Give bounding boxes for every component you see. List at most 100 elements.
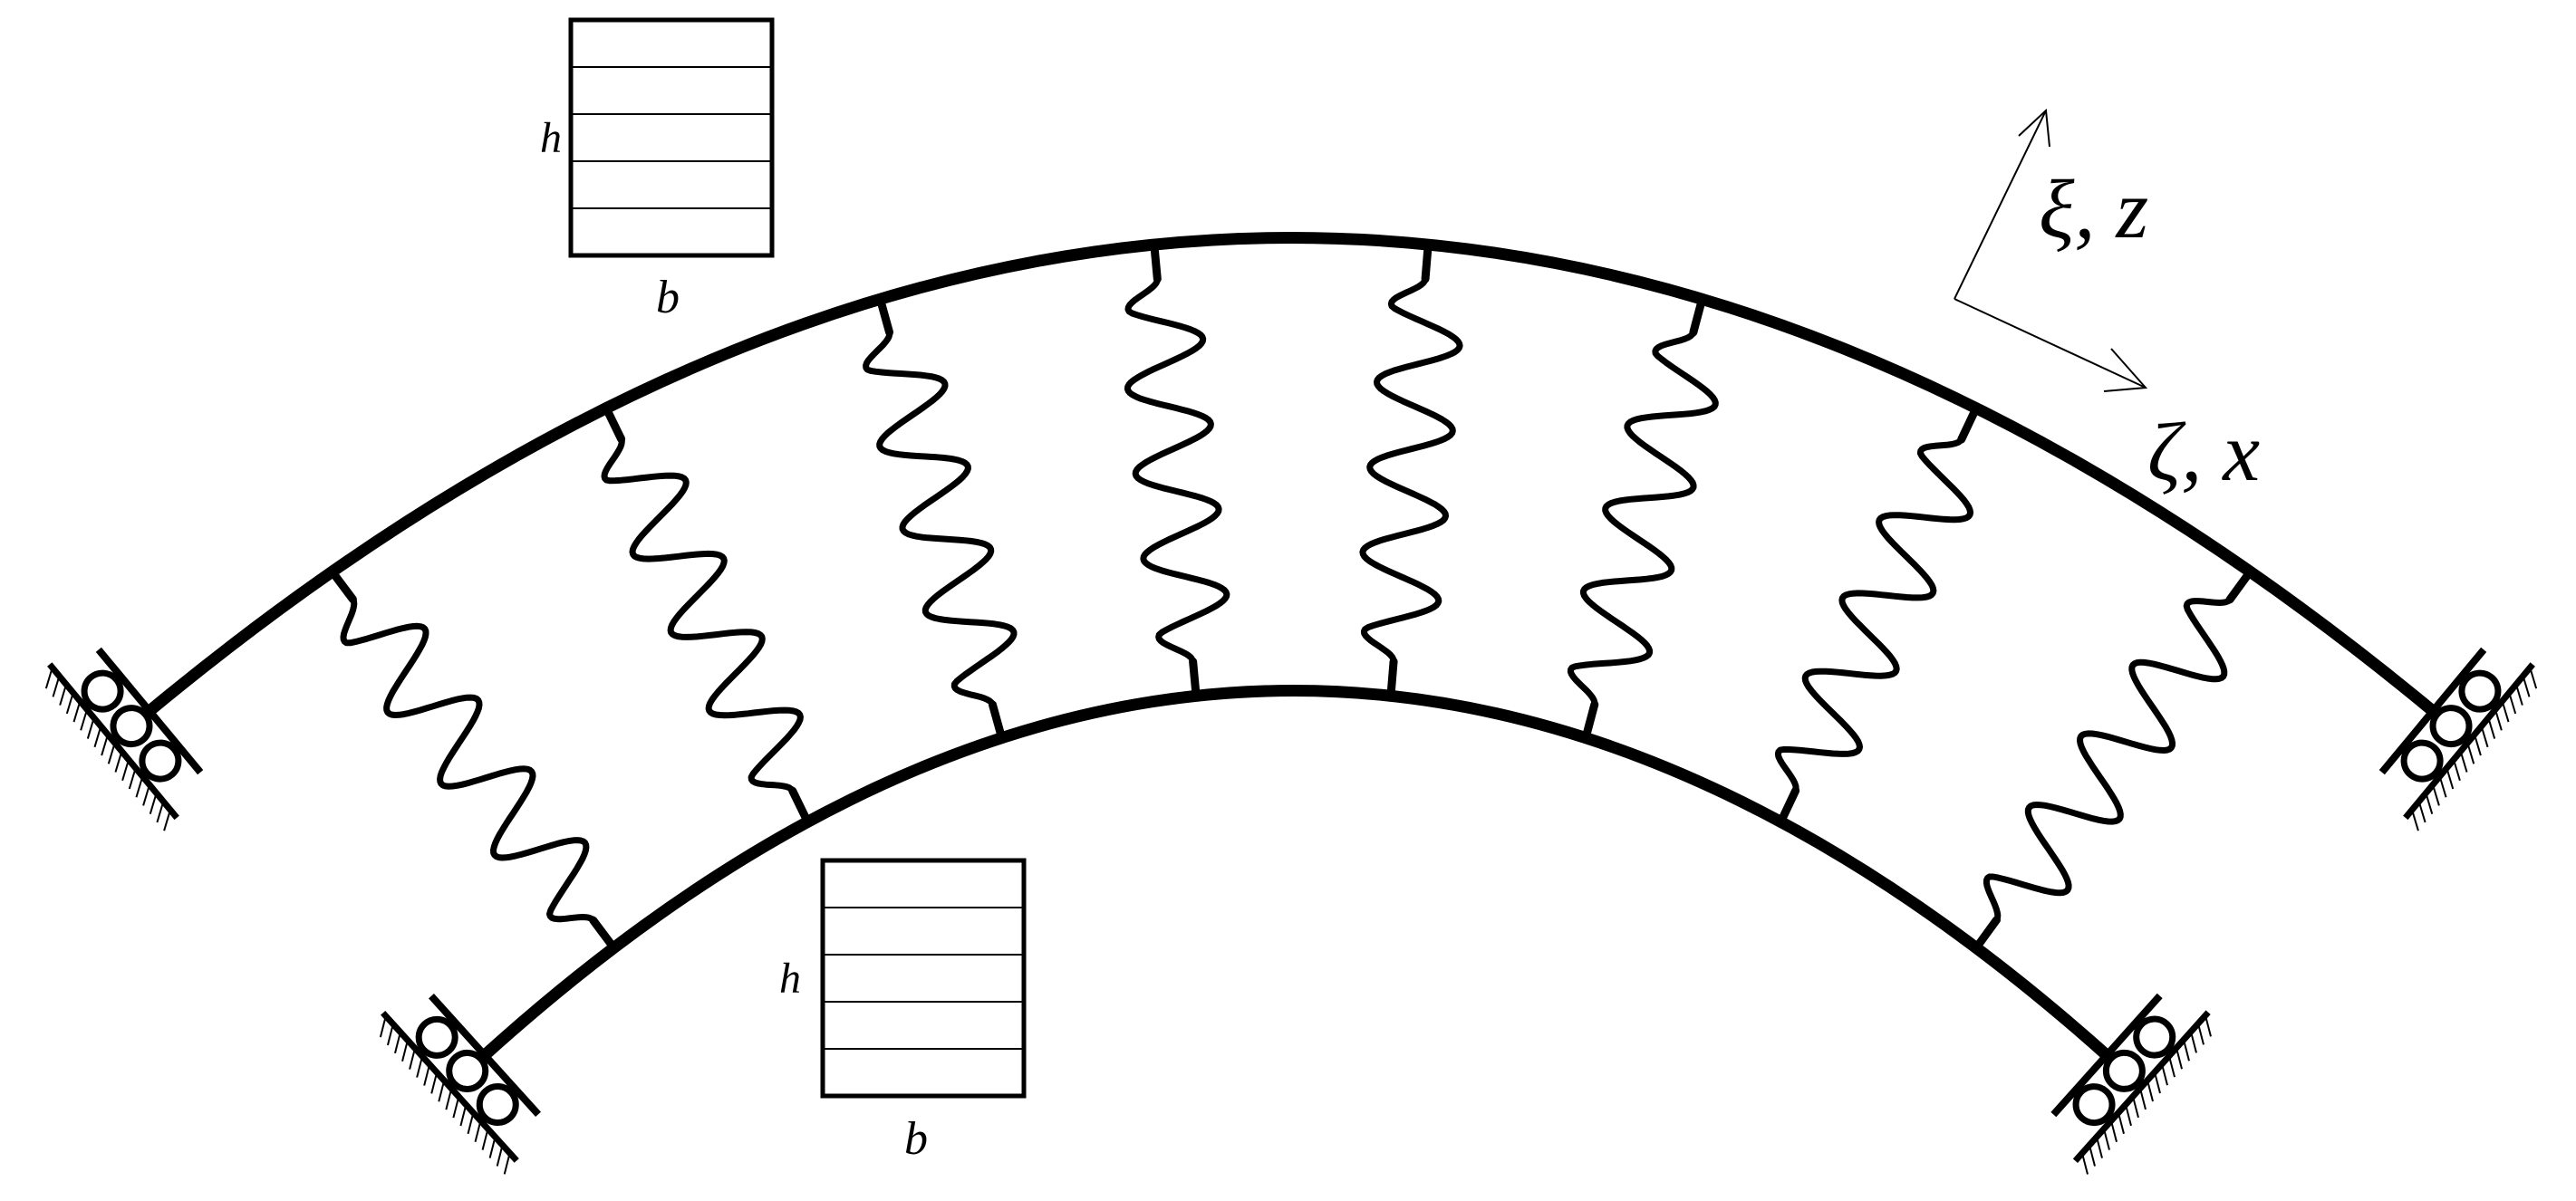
support-hatch [163,812,171,831]
support-hatch [65,694,73,715]
outer-curved-beam [143,232,2439,717]
roller-wheel [415,1015,458,1059]
support-hatch [2176,1050,2183,1070]
spring-top-stub [875,294,894,337]
support-hatch [59,686,67,706]
axis-vertical-arrowhead [2018,108,2050,148]
roller-support [44,647,204,831]
support-hatch [2132,1098,2139,1119]
roller-wheel [139,739,182,783]
spring-top-stub [2225,567,2254,604]
spring-top-stub [1689,294,1707,337]
roller-wheel [81,669,124,713]
support-hatch [2488,719,2496,739]
spring [601,436,804,794]
support-hatch [2481,727,2489,748]
support-hatch [2474,736,2482,756]
support-hatch [2453,761,2461,782]
support-hatch [2081,1155,2089,1175]
support-hatch [2502,703,2510,723]
support-hatch [80,711,88,731]
support-hatch [101,736,109,756]
spring [1774,436,1974,794]
support-hatch [2411,812,2419,831]
axis-vertical-label: ξ, z [2039,163,2148,255]
support-plate [429,994,541,1117]
support-hatch [2205,1017,2212,1037]
support-hatch [409,1050,416,1070]
spring [1359,275,1463,665]
support-hatch [114,753,122,773]
axis-vertical-line [1954,110,2047,300]
support-hatch [394,1033,401,1054]
support-hatch [44,669,53,689]
support-hatch [149,794,157,814]
support-hatch [2432,786,2440,806]
support-hatch [2139,1090,2147,1110]
spring-bottom-stub [988,700,1007,743]
support-hatch [386,1025,394,1046]
support-plate [2050,993,2163,1118]
roller-wheel [2102,1049,2146,1092]
support-hatch [481,1130,488,1150]
support-hatch [86,719,94,739]
support-hatch [423,1066,430,1086]
support-hatch [452,1098,459,1119]
support-hatch [2125,1106,2132,1127]
lower-cross-section: h b [779,858,1027,1165]
spring-bottom-stub [1972,916,2001,953]
support-hatch [2197,1025,2205,1045]
support-hatch [52,677,60,697]
upper-section-width-label: b [656,272,680,323]
spring [1983,596,2233,924]
support-plate [2378,647,2487,775]
spring [1124,275,1230,665]
upper-section-outline [568,17,775,258]
spring-top-stub [1150,240,1162,283]
roller-wheel [2400,739,2444,783]
support-hatch [474,1122,481,1143]
axis-horizontal-arrowhead [2103,348,2148,392]
support-hatch [93,727,101,748]
roller-wheel [2429,705,2473,748]
support-hatch [2190,1033,2197,1053]
spring [340,596,597,924]
spring-bottom-stub [1189,657,1201,700]
support-hatch [438,1082,445,1102]
support-hatch [2183,1042,2190,1062]
support-ground-line [2403,662,2535,821]
support-hatch [2529,669,2538,689]
support-ground-line [2072,1010,2211,1163]
roller-support [2378,647,2538,831]
support-hatch [2147,1081,2154,1102]
spring-top-stub [1957,404,1981,444]
support-hatch [2103,1130,2110,1150]
support-hatch [2515,686,2523,706]
roller-wheel [2133,1015,2176,1059]
roller-wheel [110,705,153,748]
support-hatch [156,802,164,823]
support-ground-line [381,1010,519,1163]
support-hatch [2418,802,2426,823]
support-hatch [459,1106,467,1127]
lower-section-width-label: b [904,1113,928,1165]
support-hatch [496,1147,503,1167]
support-ground-line [47,662,179,821]
spring-bottom-stub [1776,786,1800,826]
support-hatch [2118,1114,2125,1135]
support-hatch [379,1017,387,1038]
spring-top-stub [328,567,357,604]
support-hatch [2494,711,2503,731]
inner-curved-beam [478,685,2113,1062]
axis-horizontal-line [1954,298,2147,389]
support-hatch [488,1139,496,1158]
support-hatch [2460,753,2468,773]
lower-section-outline [820,858,1027,1099]
spring [863,329,1018,708]
spring-connectors [328,240,2254,953]
roller-wheel [2072,1083,2116,1127]
support-hatch [2154,1073,2161,1094]
roller-support [2050,993,2212,1175]
spring-bottom-stub [1386,657,1398,700]
